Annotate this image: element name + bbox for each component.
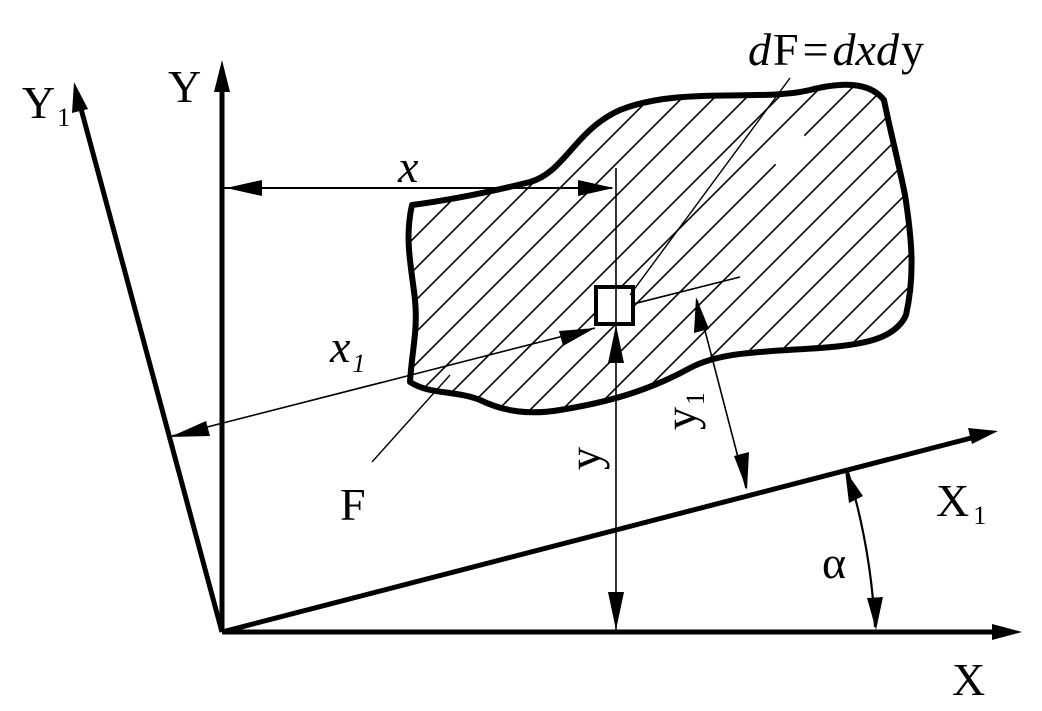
formula-label: dF=dxdy	[748, 24, 924, 75]
area-f	[405, 81, 915, 416]
axis-x1	[221, 428, 998, 635]
leader-f	[371, 374, 451, 463]
angle-alpha-label: α	[822, 537, 846, 588]
dim-y	[608, 325, 624, 630]
axis-y	[214, 60, 230, 632]
arrow-head-y1	[72, 82, 88, 113]
arrow-head-x	[992, 624, 1022, 640]
dim-y1-label: y1	[655, 392, 710, 430]
dim-x1	[170, 327, 596, 437]
element-df	[594, 285, 635, 326]
region-f-label: F	[340, 479, 366, 530]
dim-x1-label: x1	[329, 321, 365, 378]
extension-line-x1	[632, 276, 741, 305]
arrow-head-x1	[968, 428, 998, 444]
area-outline	[405, 81, 915, 416]
dim-x-label: x	[397, 141, 419, 192]
arrow-head-y	[214, 60, 230, 92]
dim-x	[224, 180, 614, 196]
angle-alpha	[845, 470, 883, 630]
leader-df	[629, 77, 791, 296]
axis-x-label: X	[952, 654, 985, 705]
dim-y1	[694, 297, 749, 490]
dim-y-label: y	[559, 447, 610, 470]
axis-y1-label: Y1	[22, 77, 70, 132]
hatching	[408, 84, 912, 413]
axis-y-label: Y	[168, 61, 201, 112]
axis-y1	[72, 82, 225, 633]
axis-x	[222, 624, 1022, 640]
